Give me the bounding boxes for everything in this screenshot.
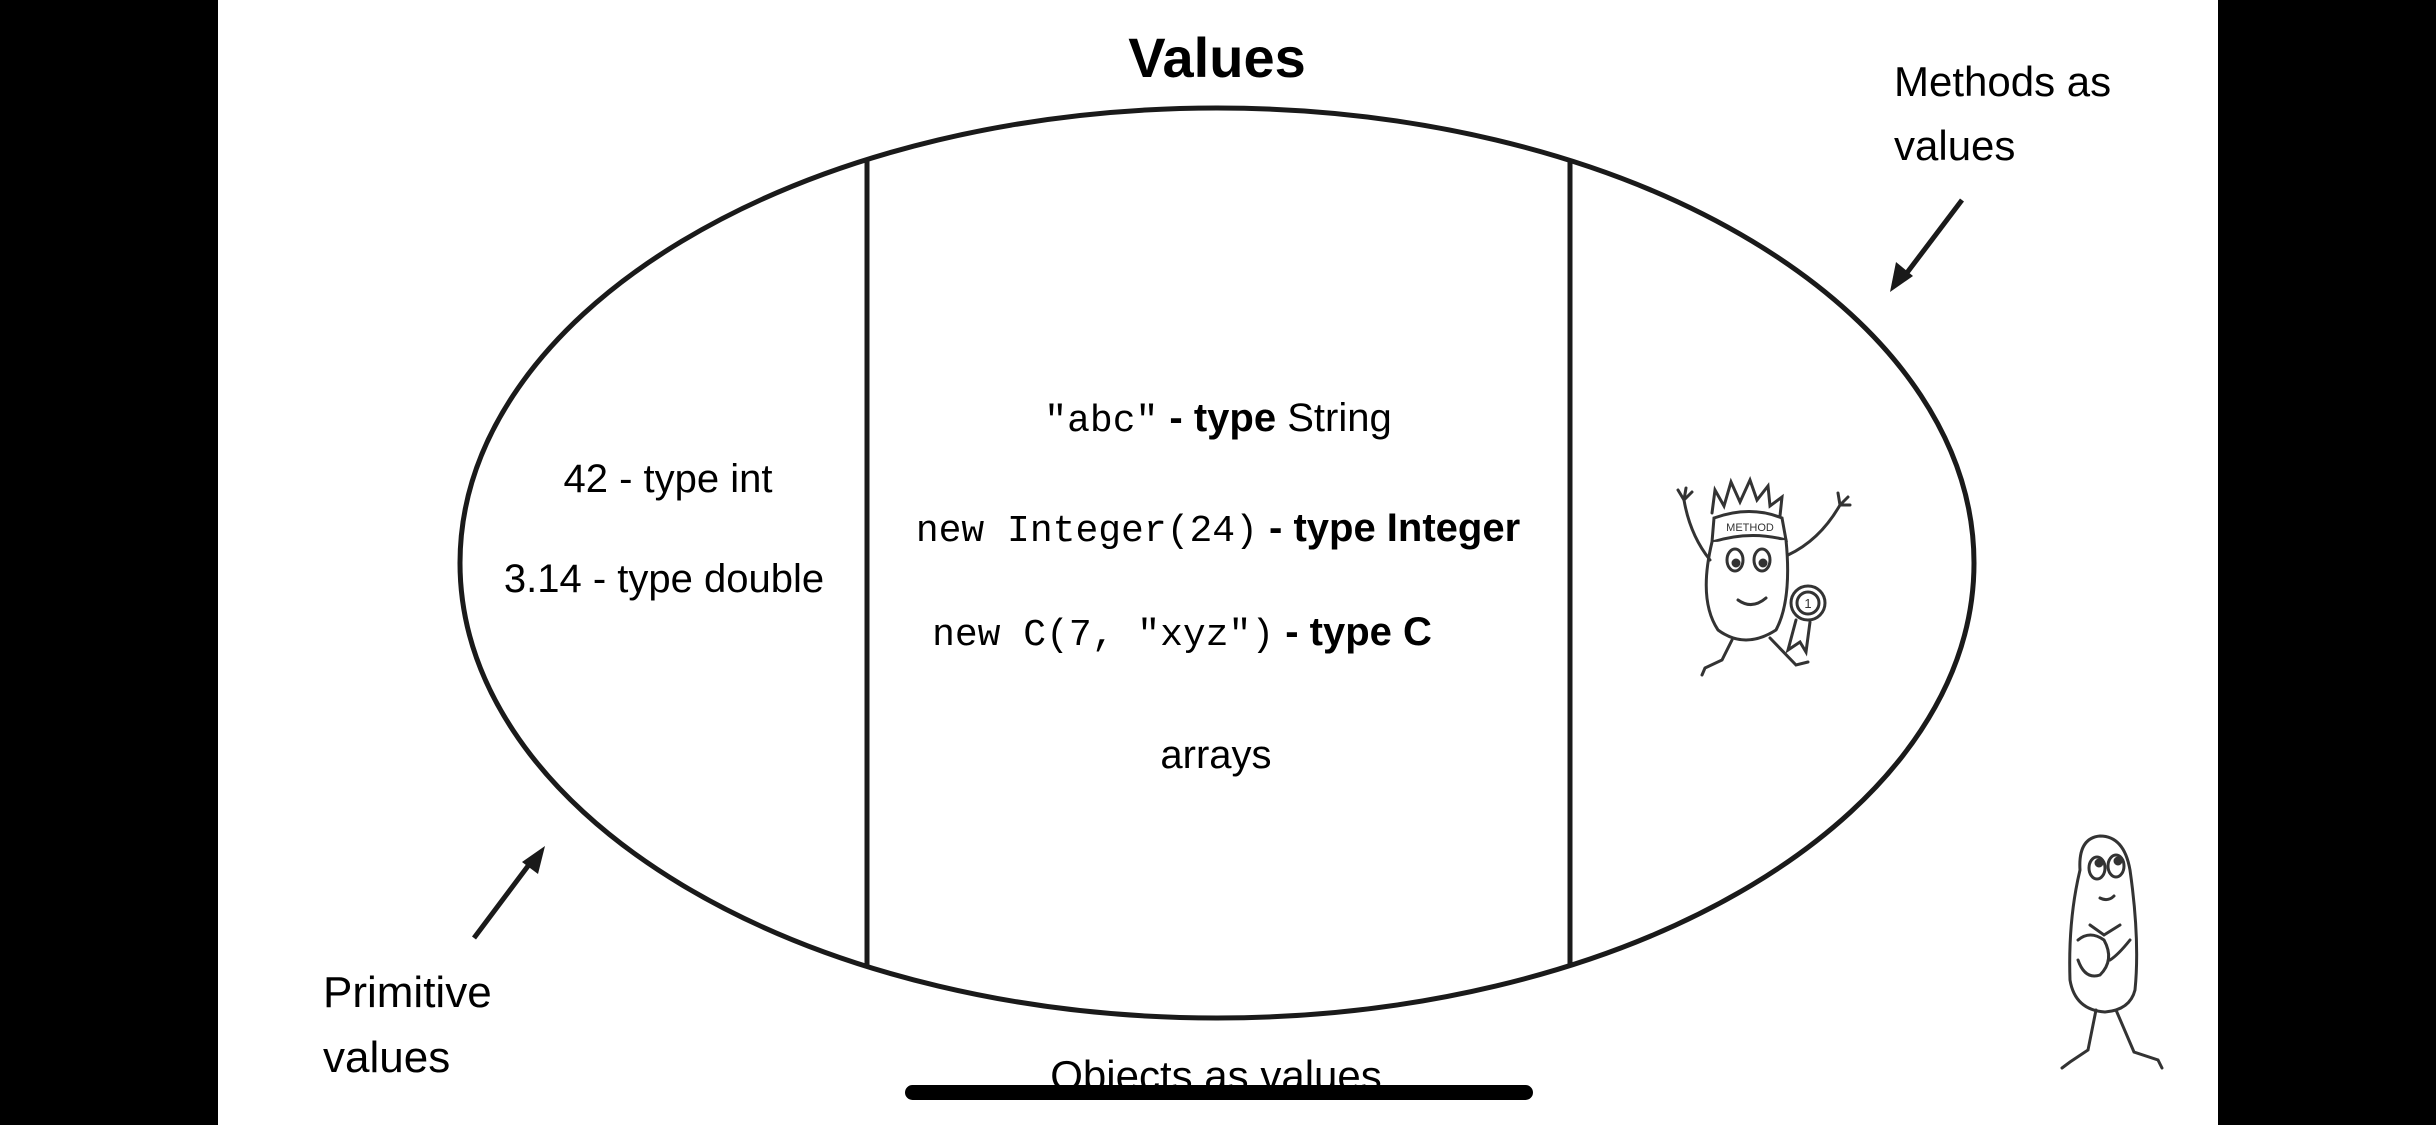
methods-callout-line1: Methods as	[1894, 58, 2111, 105]
primitive-int-line: 42 - type int	[563, 457, 772, 501]
methods-callout-line2: values	[1894, 122, 2015, 169]
methods-arrowhead	[1890, 262, 1913, 292]
diagram-title: Values	[1128, 26, 1305, 89]
string-type-name: String	[1287, 396, 1392, 440]
primitive-callout: Primitive values	[323, 846, 545, 1082]
home-indicator[interactable]	[905, 1085, 1533, 1100]
primitive-region: 42 - type int 3.14 - type double	[504, 457, 824, 601]
thinking-character-illustration	[2060, 834, 2164, 1070]
objects-region: "abc" - type String new Integer(24) - ty…	[916, 396, 1520, 777]
c-constructor-code: new C(7, "xyz")	[932, 614, 1274, 657]
string-literal-code: "abc"	[1044, 400, 1158, 443]
primitive-double-line: 3.14 - type double	[504, 557, 824, 601]
primitive-callout-line1: Primitive	[323, 968, 492, 1017]
methods-callout: Methods as values	[1890, 58, 2111, 292]
c-type-label: - type C	[1274, 610, 1432, 654]
integer-type-label: - type Integer	[1258, 506, 1520, 550]
method-badge-text: METHOD	[1726, 522, 1774, 534]
arrays-line: arrays	[1160, 733, 1271, 777]
primitive-arrow	[472, 860, 533, 940]
slide	[218, 0, 2218, 1125]
primitive-callout-line2: values	[323, 1033, 450, 1082]
award-ribbon-text: 1	[1804, 596, 1811, 611]
primitive-arrowhead	[522, 846, 545, 874]
string-type-label: - type	[1158, 396, 1287, 440]
object-string-line: "abc" - type String	[1044, 396, 1391, 443]
method-character-illustration: METHOD 1	[1676, 475, 1852, 677]
object-integer-line: new Integer(24) - type Integer	[916, 506, 1520, 553]
values-ellipse	[457, 105, 1977, 1021]
methods-arrow	[1901, 198, 1964, 280]
integer-constructor-code: new Integer(24)	[916, 510, 1258, 553]
object-c-line: new C(7, "xyz") - type C	[932, 610, 1432, 657]
